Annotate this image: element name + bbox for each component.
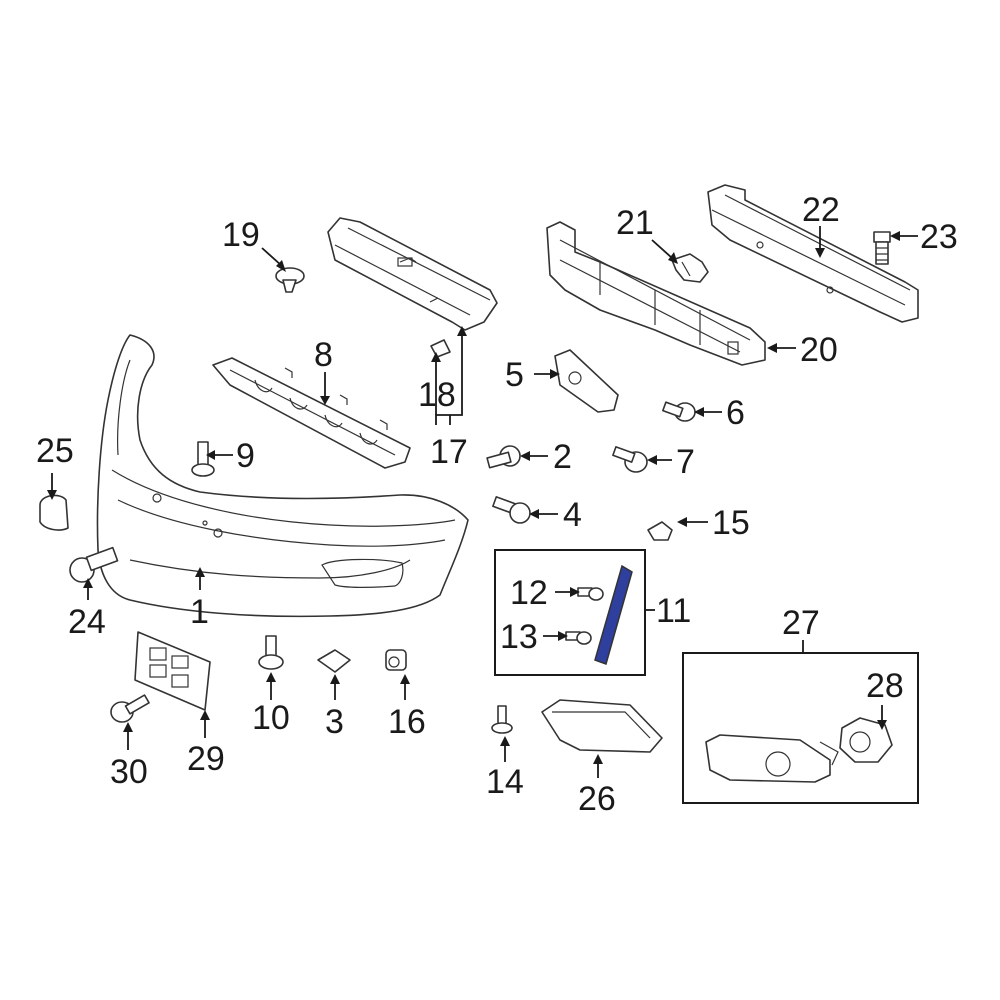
callout-15: 15 [712, 504, 750, 542]
reinforcement-bracket[interactable] [671, 253, 709, 283]
stud-fastener[interactable] [191, 441, 215, 477]
callout-19: 19 [222, 216, 260, 254]
callout-5: 5 [505, 356, 524, 394]
bracket-clip[interactable] [430, 339, 451, 358]
callout-10: 10 [252, 699, 290, 737]
bumper-cover[interactable] [96, 334, 469, 618]
callout-numbers: 19 8 18 17 21 22 23 20 5 6 9 25 2 7 4 15… [36, 191, 958, 818]
energy-absorber[interactable] [546, 221, 766, 366]
callout-4: 4 [563, 496, 582, 534]
plate-screw[interactable] [110, 694, 150, 723]
callout-23: 23 [920, 218, 958, 256]
callout-12: 12 [510, 574, 548, 612]
callout-13: 13 [500, 618, 538, 656]
retainer-clip[interactable] [647, 521, 673, 541]
callout-3: 3 [325, 703, 344, 741]
mounting-bolt[interactable] [492, 496, 531, 524]
callout-11: 11 [656, 592, 691, 630]
callout-24: 24 [68, 603, 106, 641]
callout-27: 27 [782, 604, 820, 642]
cover-screw[interactable] [612, 446, 648, 473]
impact-bar[interactable] [707, 184, 919, 323]
license-stud[interactable] [258, 635, 284, 670]
lamp-screw[interactable] [491, 705, 513, 734]
bracket-screw[interactable] [662, 401, 696, 422]
fog-lamp-bracket[interactable] [839, 717, 893, 763]
callout-21: 21 [616, 204, 654, 242]
callout-22: 22 [802, 191, 840, 229]
push-pin-clip[interactable] [275, 267, 305, 293]
side-bracket[interactable] [554, 349, 619, 413]
end-cap[interactable] [39, 494, 69, 531]
callout-8: 8 [314, 336, 333, 374]
leader-lines [47, 226, 918, 778]
callout-25: 25 [36, 432, 74, 470]
callout-20: 20 [800, 331, 838, 369]
callout-14: 14 [486, 763, 524, 801]
callout-16: 16 [388, 703, 426, 741]
callout-18: 18 [418, 376, 456, 414]
upper-absorber-bracket[interactable] [327, 217, 498, 331]
clip-nut[interactable] [317, 649, 351, 673]
fog-lamp-bezel[interactable] [541, 699, 663, 753]
fog-lamp-assembly[interactable] [705, 734, 839, 783]
callout-17: 17 [430, 433, 468, 471]
callout-7: 7 [676, 443, 695, 481]
bumper-bolt[interactable] [486, 445, 521, 469]
callout-9: 9 [236, 437, 255, 475]
air-deflector[interactable] [212, 357, 411, 469]
molding-clip-12[interactable] [577, 587, 604, 601]
lamp-socket[interactable] [69, 546, 119, 583]
side-molding-highlighted[interactable] [594, 564, 633, 665]
callout-29: 29 [187, 740, 225, 778]
callout-1: 1 [190, 593, 209, 631]
molding-clip-13[interactable] [565, 631, 592, 645]
grommet[interactable] [385, 649, 407, 671]
callout-30: 30 [110, 753, 148, 791]
beam-bolt[interactable] [873, 231, 891, 265]
callout-28: 28 [866, 667, 904, 705]
part-11-group-box [494, 549, 646, 676]
callout-2: 2 [553, 438, 572, 476]
part-27-group-box [682, 652, 919, 804]
callout-26: 26 [578, 780, 616, 818]
callout-6: 6 [726, 394, 745, 432]
